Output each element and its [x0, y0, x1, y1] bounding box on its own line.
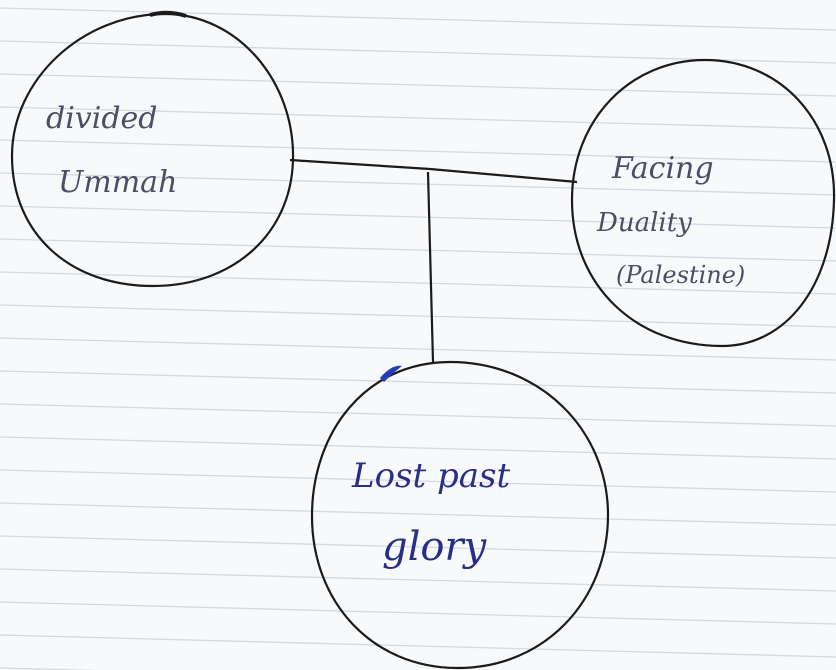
node-bottom-circle [310, 360, 610, 670]
ruled-line [0, 337, 836, 361]
ruled-line [0, 535, 836, 559]
node-right-label: Facing Duality (Palestine) [596, 151, 745, 289]
ruled-lines [0, 7, 836, 670]
ruled-line [0, 469, 836, 493]
ruled-line [0, 568, 836, 592]
ruled-line [0, 403, 836, 427]
ruled-line [0, 634, 836, 658]
node-right-circle [570, 58, 836, 348]
ruled-line [0, 370, 836, 394]
ruled-line [0, 172, 836, 196]
ink-blot [149, 10, 187, 18]
connector-left-right [289, 158, 578, 184]
ruled-line [0, 106, 836, 130]
connector-to-bottom [426, 171, 435, 363]
ruled-line [0, 271, 836, 295]
node-bottom-label: Lost past glory [351, 456, 521, 570]
node-left-circle [10, 12, 295, 288]
ruled-line [0, 73, 836, 97]
ruled-line [0, 205, 836, 229]
ruled-line [0, 7, 836, 31]
ruled-line [0, 502, 836, 526]
node-left-label: divided Ummah [46, 101, 177, 200]
ruled-line [0, 139, 836, 163]
ruled-line [0, 238, 836, 262]
blue-ink-mark [380, 365, 402, 382]
ruled-line [0, 304, 836, 328]
ruled-line [0, 436, 836, 460]
ruled-line [0, 601, 836, 625]
